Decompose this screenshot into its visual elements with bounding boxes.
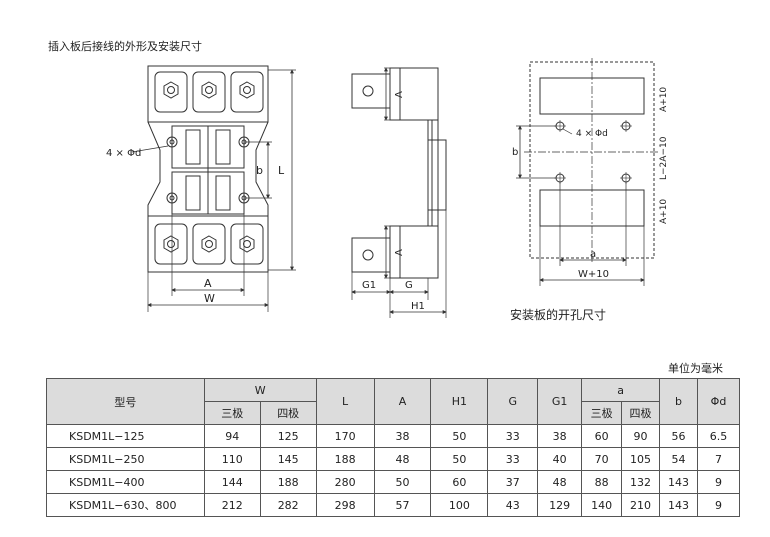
cell-A: 38 [373,424,432,448]
front-view [131,65,296,312]
side-label-A-bottom: A [394,249,405,256]
cell-d: 9 [696,470,741,494]
cutout-label-a: a [590,249,596,260]
cutout-label-A10-bottom: A+10 [659,199,669,224]
front-label-holes: 4 × Φd [106,148,141,159]
drawing-title: 插入板后接线的外形及安装尺寸 [48,40,202,53]
cell-L: 298 [315,493,375,517]
cell-d: 6.5 [696,424,741,448]
side-label-A-top: A [394,91,405,98]
cutout-label-mid: L−2A−10 [659,136,669,180]
side-view [351,67,447,318]
cell-a4: 132 [621,470,661,494]
front-label-A: A [204,277,212,290]
cutout-label-b: b [512,147,518,158]
cell-G: 37 [487,470,539,494]
cutout-label-W10: W+10 [578,269,609,280]
cell-W4: 125 [259,424,317,448]
cell-W4: 282 [259,493,317,517]
cell-a3: 70 [581,447,623,471]
col-W: W [203,378,317,402]
cell-H1: 100 [430,493,489,517]
side-label-H1: H1 [411,301,425,312]
table-row: KSDM1L−630、800 212 282 298 57 100 43 129… [46,493,741,517]
cell-W3: 144 [203,470,261,494]
cell-W4: 145 [259,447,317,471]
cutout-view [516,58,660,286]
table-row: KSDM1L−250 110 145 188 48 50 33 40 70 10… [46,447,741,471]
cell-W3: 212 [203,493,261,517]
cutout-label-holes: 4 × Φd [576,129,608,139]
col-G1: G1 [537,378,583,425]
cell-model: KSDM1L−250 [46,447,205,471]
cell-L: 170 [315,424,375,448]
cell-G1: 38 [537,424,583,448]
cell-W3: 110 [203,447,261,471]
cell-d: 7 [696,447,741,471]
unit-note: 单位为毫米 [668,362,723,375]
cell-G: 33 [487,447,539,471]
col-G: G [487,378,539,425]
cell-H1: 60 [430,470,489,494]
cell-d: 9 [696,493,741,517]
cutout-caption: 安装板的开孔尺寸 [510,308,607,322]
col-b: b [659,378,698,425]
cell-b: 56 [659,424,698,448]
bottom-terminals [154,223,264,265]
cell-G: 33 [487,424,539,448]
cell-H1: 50 [430,424,489,448]
table-row: KSDM1L−125 94 125 170 38 50 33 38 60 90 … [46,424,741,448]
col-model: 型号 [46,378,205,425]
side-label-G1: G1 [362,280,376,291]
cell-G1: 48 [537,470,583,494]
dimension-drawings: 4 × Φd L b A W A A G1 G H1 [106,58,669,318]
cell-A: 57 [373,493,432,517]
cutout-label-A10-top: A+10 [659,87,669,112]
cell-G1: 129 [537,493,583,517]
col-W-four-pole: 四极 [259,401,317,425]
spec-table-body: KSDM1L−125 94 125 170 38 50 33 38 60 90 … [46,424,741,517]
top-terminals [154,71,264,113]
cell-model: KSDM1L−125 [46,424,205,448]
cell-a4: 105 [621,447,661,471]
cell-b: 143 [659,470,698,494]
cell-W4: 188 [259,470,317,494]
front-label-W: W [204,292,215,305]
col-H1: H1 [430,378,489,425]
col-a-three-pole: 三极 [581,401,623,425]
cell-a3: 140 [581,493,623,517]
cell-model: KSDM1L−400 [46,470,205,494]
cell-a4: 90 [621,424,661,448]
col-W-three-pole: 三极 [203,401,261,425]
cell-model: KSDM1L−630、800 [46,493,205,517]
cell-A: 50 [373,470,432,494]
cell-A: 48 [373,447,432,471]
col-L: L [315,378,375,425]
col-d: Φd [696,378,741,425]
cell-a3: 88 [581,470,623,494]
cell-G: 43 [487,493,539,517]
col-a-four-pole: 四极 [621,401,661,425]
side-label-G: G [405,280,413,291]
front-label-b: b [256,164,263,177]
cell-a4: 210 [621,493,661,517]
cell-G1: 40 [537,447,583,471]
col-a: a [581,378,661,402]
cell-H1: 50 [430,447,489,471]
cell-a3: 60 [581,424,623,448]
cell-L: 188 [315,447,375,471]
spec-table: 型号 W L A H1 G G1 a b Φd 三极 四极 三极 四极 KSDM… [46,378,741,517]
cell-W3: 94 [203,424,261,448]
col-A: A [373,378,432,425]
cell-L: 280 [315,470,375,494]
table-row: KSDM1L−400 144 188 280 50 60 37 48 88 13… [46,470,741,494]
cell-b: 143 [659,493,698,517]
cell-b: 54 [659,447,698,471]
front-label-L: L [278,164,285,177]
spec-table-header: 型号 W L A H1 G G1 a b Φd 三极 四极 三极 四极 [46,378,741,425]
